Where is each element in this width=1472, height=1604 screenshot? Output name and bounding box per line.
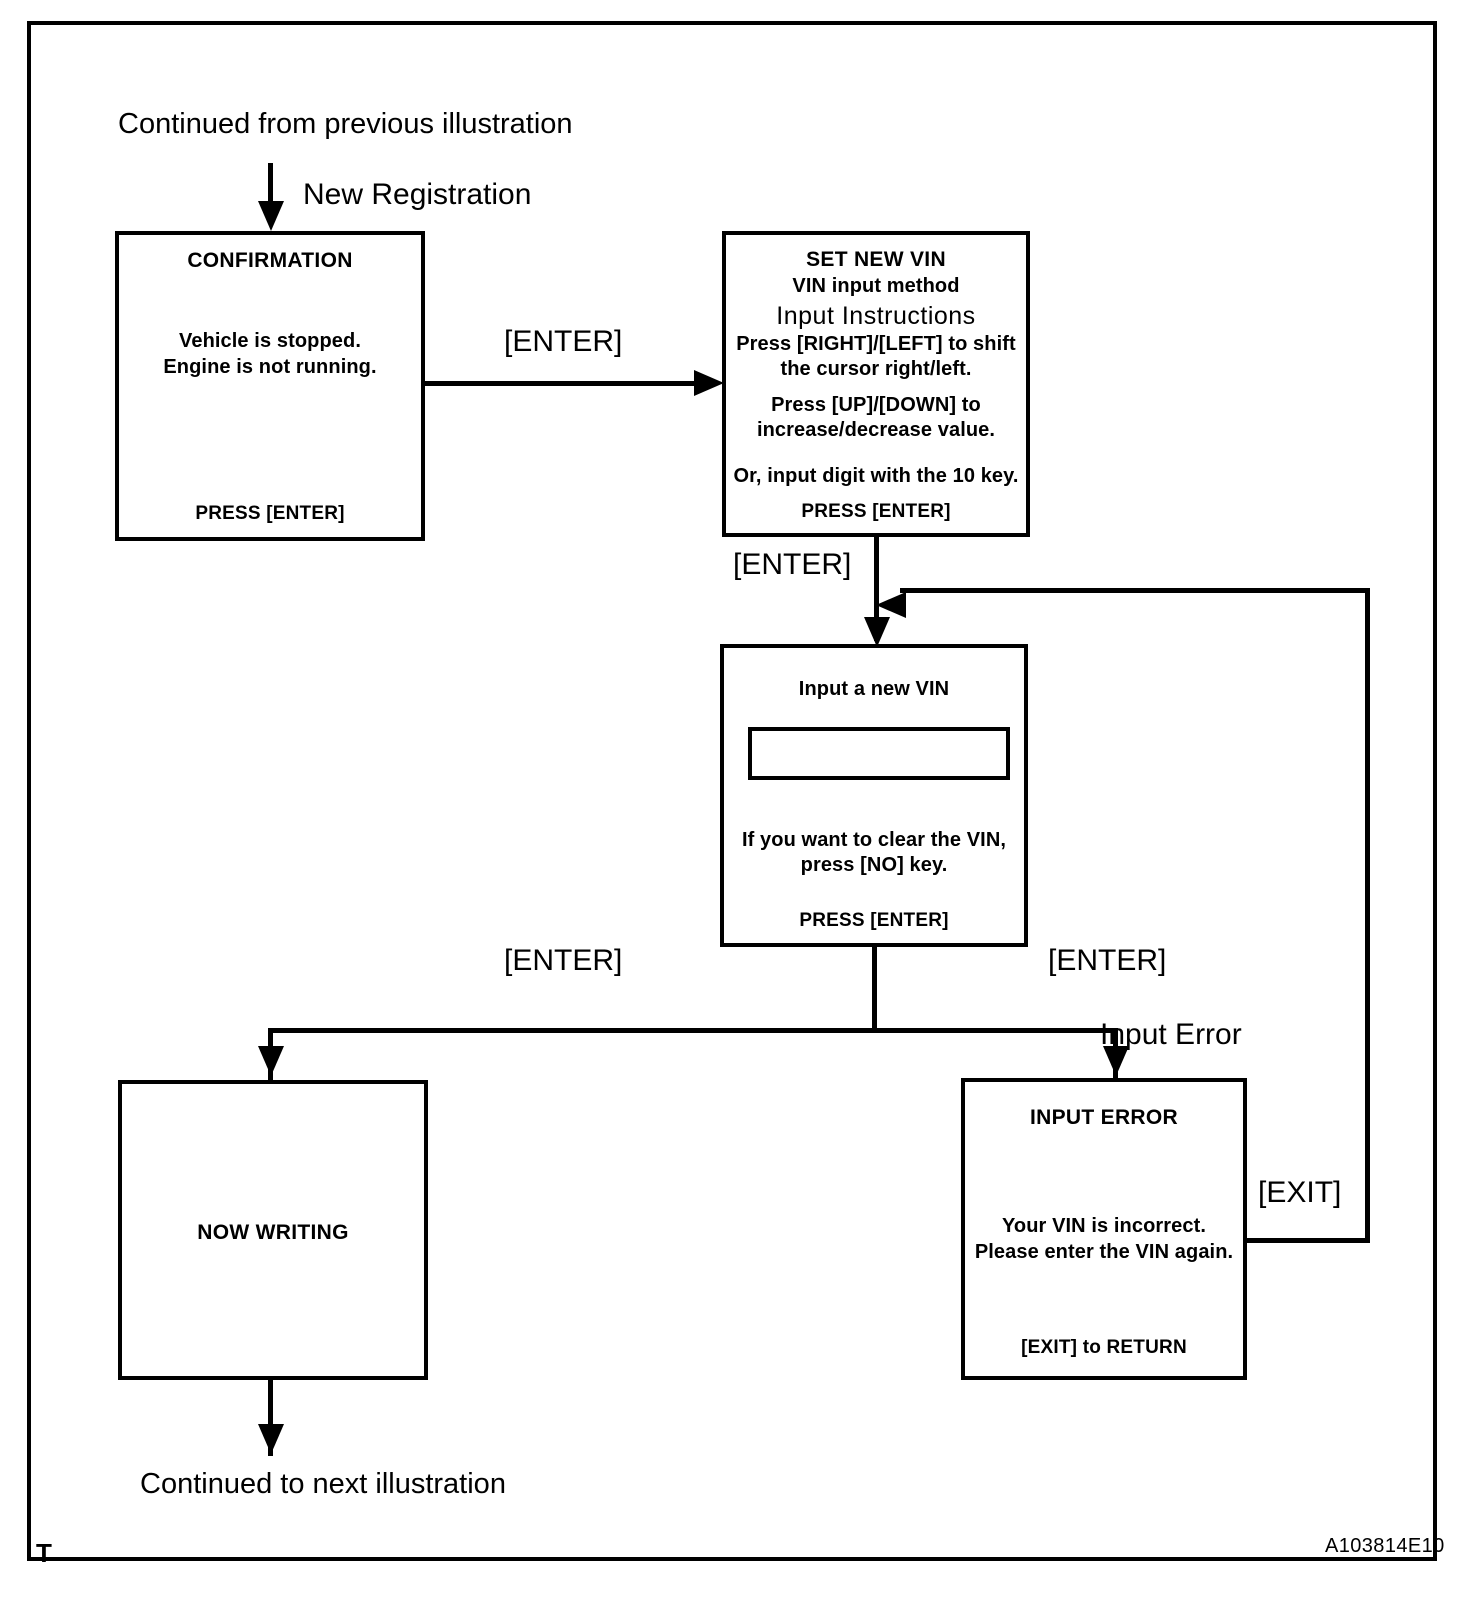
edge-exit-return-head — [876, 592, 906, 618]
set-new-vin-subtitle: VIN input method — [792, 275, 960, 297]
vin-input-field[interactable] — [748, 727, 1010, 780]
screen-set-new-vin[interactable]: SET NEW VIN VIN input method Input Instr… — [722, 231, 1030, 537]
edge-label-enter-2: [ENTER] — [733, 548, 852, 581]
branch-right-head — [1103, 1046, 1129, 1076]
continued-to-next-label: Continued to next illustration — [140, 1468, 506, 1500]
set-new-vin-body-line-1: Press [RIGHT]/[LEFT] to shift — [736, 332, 1016, 355]
illustration-frame — [27, 21, 1437, 1561]
screen-confirmation[interactable]: CONFIRMATION Vehicle is stopped. Engine … — [115, 231, 425, 541]
corner-mark-t: T — [36, 1538, 52, 1568]
edge-exit-return-right — [1365, 588, 1370, 1243]
screen-now-writing[interactable]: NOW WRITING — [118, 1080, 428, 1380]
input-error-body-line-2: Please enter the VIN again. — [974, 1240, 1234, 1263]
set-new-vin-body-line-4: increase/decrease value. — [756, 419, 996, 442]
set-new-vin-body-line-5: Or, input digit with the 10 key. — [733, 464, 1019, 487]
screen-input-error[interactable]: INPUT ERROR Your VIN is incorrect. Pleas… — [961, 1078, 1247, 1380]
entry-arrow-stem — [268, 163, 273, 213]
edge-label-enter-1: [ENTER] — [504, 325, 623, 358]
branch-stem — [872, 947, 877, 1031]
edge-exit-return-bottom — [1243, 1238, 1370, 1243]
edge-label-new-registration: New Registration — [303, 178, 532, 211]
confirmation-body-line-2: Engine is not running. — [163, 355, 377, 378]
branch-left-head — [258, 1046, 284, 1076]
continued-from-previous-label: Continued from previous illustration — [118, 108, 573, 140]
input-new-vin-body-line-1: If you want to clear the VIN, — [741, 828, 1007, 851]
figure-code: A103814E10 — [1325, 1535, 1445, 1557]
edge-label-enter-left: [ENTER] — [504, 944, 623, 977]
set-new-vin-body-line-3: Press [UP]/[DOWN] to — [771, 393, 981, 416]
exit-arrow-stem — [268, 1380, 273, 1456]
set-new-vin-heading: Input Instructions — [776, 301, 976, 330]
screen-input-a-new-vin[interactable]: Input a new VIN If you want to clear the… — [720, 644, 1028, 947]
edge-label-enter-right: [ENTER] — [1048, 944, 1167, 977]
now-writing-title: NOW WRITING — [197, 1221, 349, 1244]
edge-setvin-to-inputvin-line — [874, 537, 879, 641]
input-new-vin-title: Input a new VIN — [798, 678, 950, 700]
edge-confirmation-to-setvin-head — [694, 370, 724, 396]
set-new-vin-body-line-2: the cursor right/left. — [780, 358, 972, 381]
input-error-footer: [EXIT] to RETURN — [1021, 1337, 1187, 1358]
entry-arrow-head — [258, 201, 284, 231]
input-new-vin-body-line-2: press [NO] key. — [800, 854, 948, 877]
edge-label-input-error: Input Error — [1100, 1018, 1242, 1051]
input-new-vin-footer: PRESS [ENTER] — [799, 910, 949, 931]
confirmation-footer: PRESS [ENTER] — [195, 503, 345, 524]
input-error-body-line-1: Your VIN is incorrect. — [1001, 1215, 1207, 1237]
edge-confirmation-to-setvin-line — [425, 381, 697, 386]
edge-label-exit: [EXIT] — [1258, 1176, 1342, 1209]
input-error-title: INPUT ERROR — [1030, 1106, 1178, 1129]
edge-exit-return-top — [900, 588, 1370, 593]
confirmation-body-line-1: Vehicle is stopped. — [179, 330, 361, 352]
exit-arrow-head — [258, 1424, 284, 1454]
edge-setvin-to-inputvin-head — [864, 617, 890, 647]
set-new-vin-title: SET NEW VIN — [806, 248, 946, 271]
branch-bar — [268, 1028, 1118, 1033]
confirmation-title: CONFIRMATION — [187, 249, 353, 272]
set-new-vin-footer: PRESS [ENTER] — [801, 501, 951, 522]
